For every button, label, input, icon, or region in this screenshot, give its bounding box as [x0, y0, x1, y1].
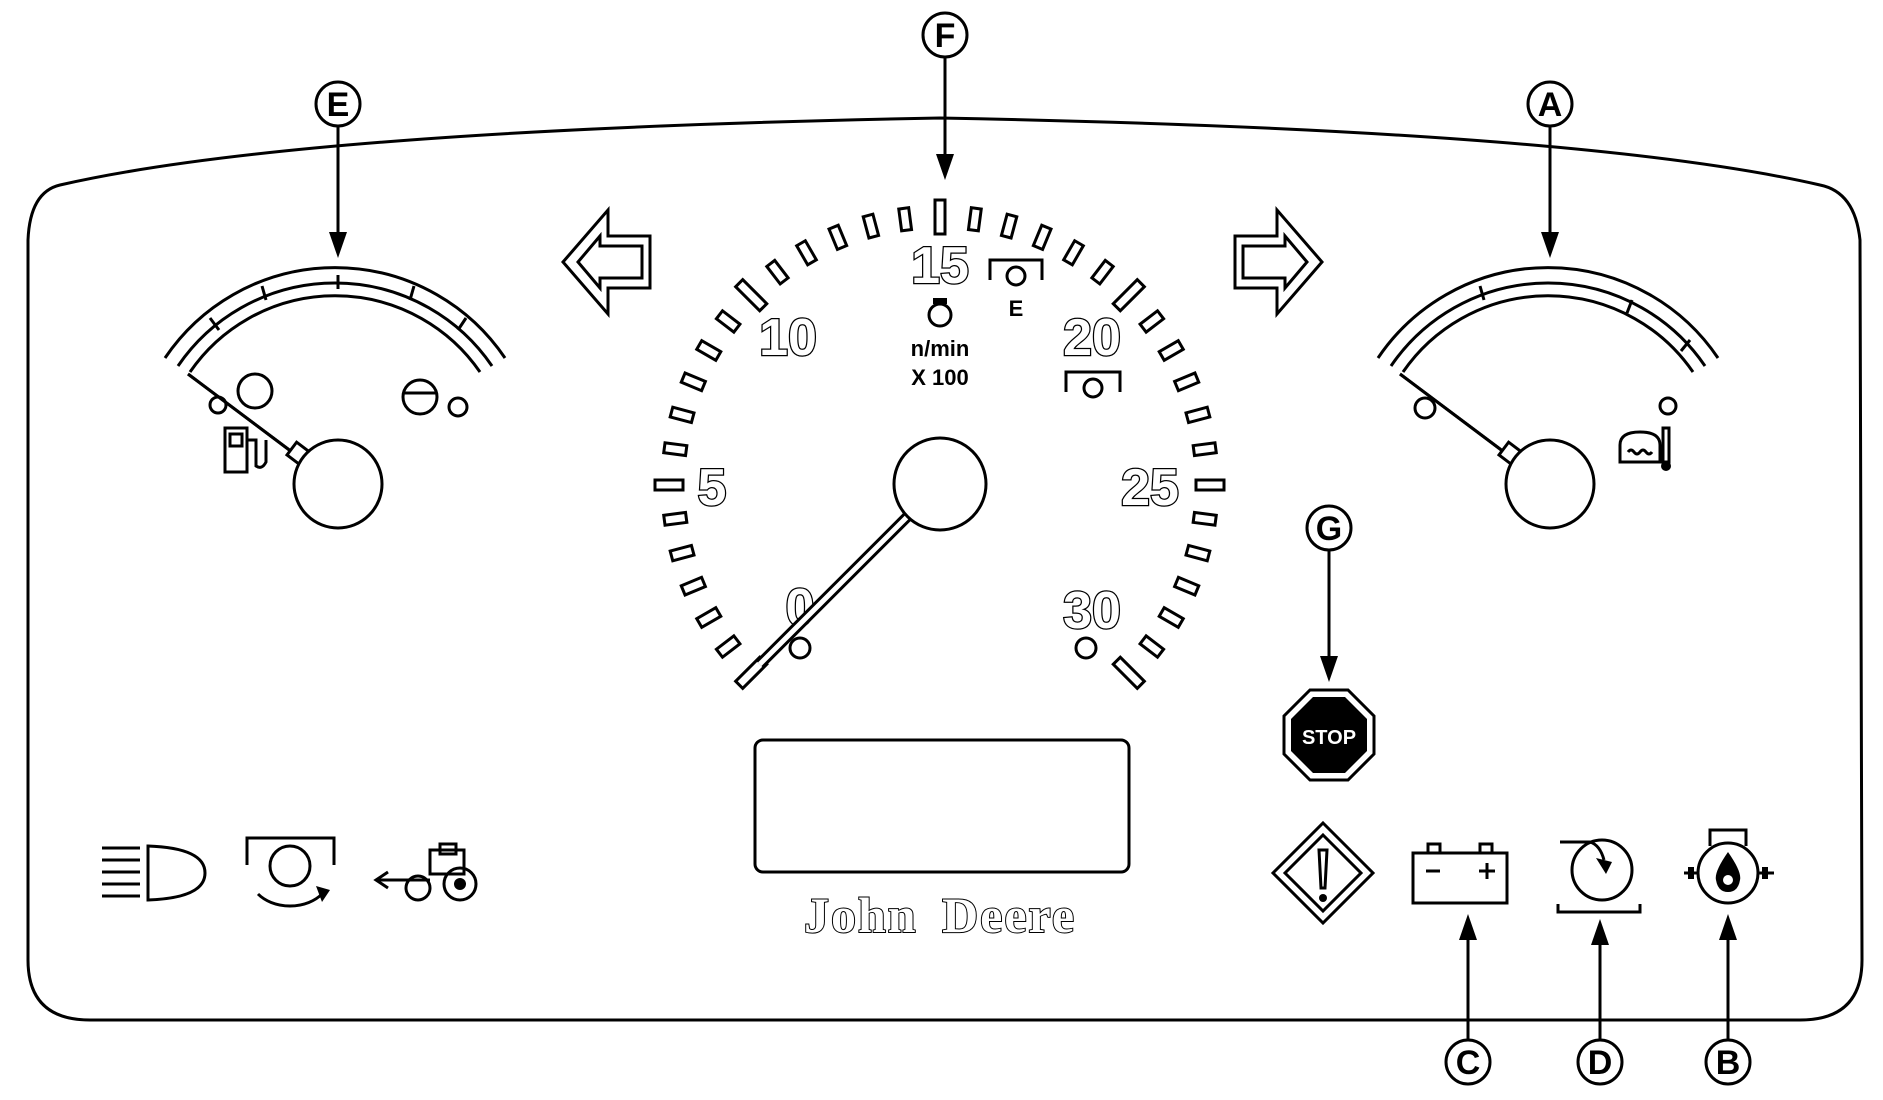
tach-label-30: 30: [1063, 582, 1121, 640]
tach-tick: [662, 510, 689, 527]
callout-d-label: D: [1588, 1044, 1613, 1082]
tach-tick: [668, 543, 696, 563]
callout-b-label: B: [1716, 1044, 1741, 1082]
tach-label-25: 25: [1121, 459, 1179, 517]
tach-tick: [1111, 655, 1147, 691]
brand-last: Deere: [942, 887, 1076, 943]
coolant-temperature-icon: [1618, 426, 1671, 471]
callout-c: C: [1444, 914, 1492, 1086]
tach-unit-rpm: n/min: [911, 336, 970, 361]
tach-tick: [933, 198, 947, 236]
tach-tick: [966, 206, 983, 233]
tach-tick: [1172, 575, 1201, 597]
tach-tick: [1137, 633, 1166, 660]
fuel-gauge: [163, 266, 507, 530]
tach-tick: [1184, 543, 1212, 563]
tach-tick: [999, 212, 1019, 240]
callout-f-label: F: [935, 17, 956, 55]
implement-towing-icon: [373, 842, 478, 902]
tach-tick: [1061, 238, 1086, 267]
pto-marker: [1064, 370, 1122, 399]
brand-logo: John Deere: [804, 887, 1076, 943]
callout-g-label: G: [1316, 510, 1342, 548]
tach-tick: [1157, 338, 1186, 363]
tach-tick: [794, 238, 819, 267]
warning-diamond-icon: [1270, 820, 1376, 926]
tach-tick: [733, 277, 769, 313]
callout-a-label: A: [1538, 86, 1563, 124]
tach-tick: [1137, 308, 1166, 335]
tach-tick: [1191, 441, 1218, 458]
tach-tick: [897, 206, 914, 233]
eco-marker-label: E: [1009, 296, 1024, 321]
battery-icon: [1411, 842, 1509, 905]
tachometer-ticks: [662, 198, 1218, 691]
tach-tick: [714, 633, 743, 660]
stop-label: STOP: [1302, 727, 1356, 749]
tach-tick: [694, 605, 723, 630]
tach-tick: [1191, 510, 1218, 527]
tach-label-20: 20: [1063, 309, 1121, 367]
tach-tick: [1031, 223, 1053, 252]
tach-tick: [662, 441, 689, 458]
callout-e-label: E: [327, 86, 350, 124]
engine-icon: [927, 298, 953, 328]
coolant-temperature-gauge: [1376, 266, 1720, 530]
lcd-display: [753, 738, 1131, 874]
pto-icon: [245, 836, 336, 908]
headlight-icon: [102, 844, 207, 902]
callout-d: D: [1576, 919, 1624, 1086]
tach-label-15: 15: [911, 237, 969, 295]
callout-e: E: [314, 80, 362, 258]
tach-tick: [1089, 258, 1116, 287]
brand-first: John: [804, 887, 918, 943]
callout-a: A: [1526, 80, 1574, 258]
tach-tick: [679, 371, 708, 393]
air-filter-icon: [1556, 838, 1642, 914]
dashboard-outline: [26, 116, 1864, 1022]
tach-tick: [668, 405, 696, 425]
tach-unit-multiplier: X 100: [911, 365, 969, 390]
tachometer: 0 5 10 15 20 25 30 n/min X 100 E: [653, 198, 1226, 691]
tach-tick: [1111, 277, 1147, 313]
pto-economy-marker: E: [988, 258, 1044, 321]
left-turn-arrow-icon: [561, 205, 652, 319]
tach-tick: [1184, 405, 1212, 425]
tach-tick: [764, 258, 791, 287]
callout-b: B: [1704, 914, 1752, 1086]
callout-c-label: C: [1456, 1044, 1481, 1082]
tach-tick: [1172, 371, 1201, 393]
callout-g: G: [1305, 504, 1353, 682]
tach-label-5: 5: [698, 459, 727, 517]
tach-label-10: 10: [759, 309, 817, 367]
tach-tick: [827, 223, 849, 252]
tach-tick: [694, 338, 723, 363]
tach-tick: [861, 212, 881, 240]
callout-f: F: [921, 11, 969, 180]
right-turn-arrow-icon: [1233, 205, 1324, 319]
oil-pressure-icon: [1684, 828, 1774, 905]
tach-tick: [679, 575, 708, 597]
stop-sign-icon: STOP: [1282, 688, 1376, 782]
tach-tick: [714, 308, 743, 335]
fuel-pump-icon: [223, 426, 268, 474]
tach-tick: [1157, 605, 1186, 630]
